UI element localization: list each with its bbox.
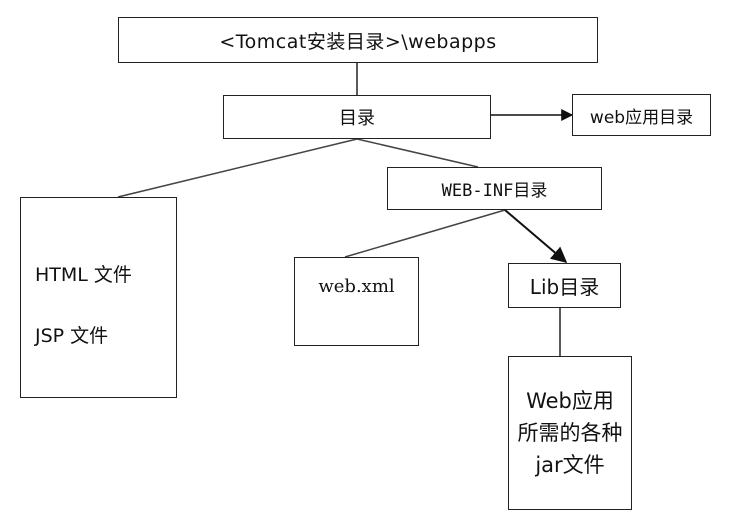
webapps-root-label: <Tomcat安装目录>\webapps xyxy=(219,30,497,53)
web-xml-box: web.xml xyxy=(294,257,419,346)
arrow-web-inf-to-lib xyxy=(504,209,568,264)
edge-web-inf-to-web-xml xyxy=(344,209,506,258)
web-app-directory-note-box: web应用目录 xyxy=(572,94,711,136)
web-inf-directory-box: WEB-INF目录 xyxy=(387,167,602,210)
lib-directory-box: Lib目录 xyxy=(508,263,621,308)
static-files-box: HTML 文件 JSP 文件 xyxy=(20,197,177,398)
edge-app-dir-to-static-files xyxy=(117,138,358,198)
app-directory-label: 目录 xyxy=(339,108,375,129)
html-files-label: HTML 文件 xyxy=(35,264,132,286)
jar-files-line-1: Web应用 xyxy=(526,389,614,413)
app-directory-box: 目录 xyxy=(223,95,491,139)
web-xml-label: web.xml xyxy=(318,276,395,297)
edge-app-dir-to-web-inf xyxy=(356,138,479,168)
web-app-directory-note-label: web应用目录 xyxy=(589,107,694,128)
lib-directory-label: Lib目录 xyxy=(529,275,600,299)
jar-files-box: Web应用 所需的各种 jar文件 xyxy=(508,356,632,510)
jar-files-line-2: 所需的各种 xyxy=(517,421,623,445)
web-inf-directory-label: WEB-INF目录 xyxy=(441,181,548,201)
webapps-root-box: <Tomcat安装目录>\webapps xyxy=(118,17,598,63)
jsp-files-label: JSP 文件 xyxy=(35,325,109,347)
jar-files-line-3: jar文件 xyxy=(535,453,605,477)
